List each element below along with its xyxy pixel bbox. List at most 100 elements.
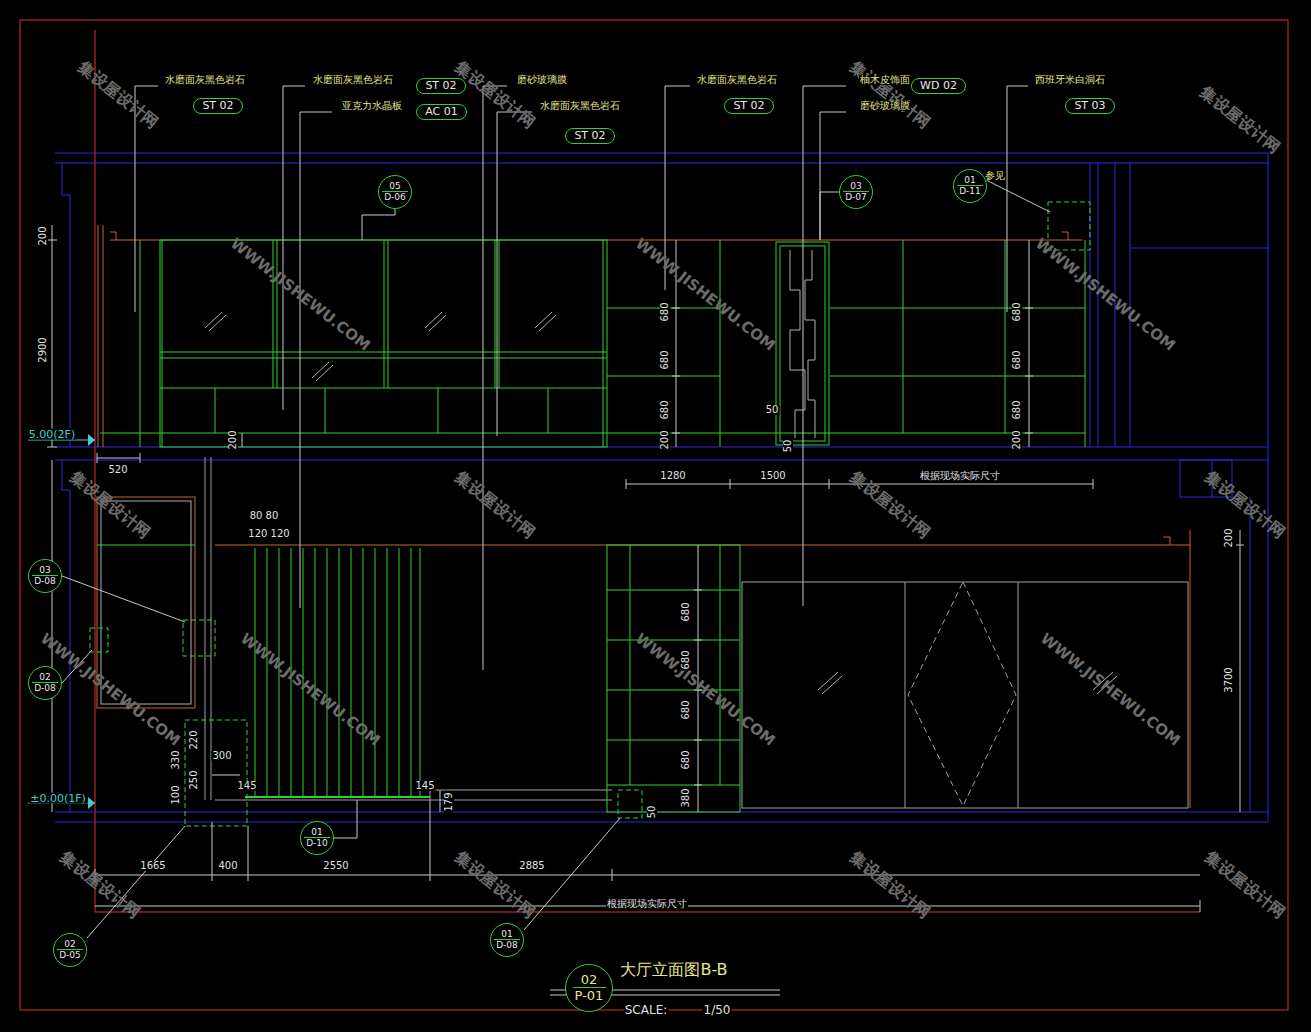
dimension-lines-line: [212, 775, 240, 776]
upper-wall-line: [140, 240, 141, 447]
leader-lines-polyline: [300, 112, 332, 608]
upper-wall-polyline: [1062, 232, 1068, 240]
level-markers-polygon: [88, 797, 95, 809]
callout-number: 02: [39, 673, 50, 682]
lower-wall-line: [205, 457, 206, 800]
upper-wall-line: [273, 240, 274, 388]
detail-callout: 03D-07: [839, 175, 873, 209]
detail-boxes-rect: [1048, 202, 1090, 250]
dimension-lines-line: [626, 479, 627, 489]
slab-lines-line: [1098, 163, 1099, 447]
dimension-lines-line: [829, 479, 830, 489]
upper-wall-line: [535, 312, 552, 328]
upper-wall-line: [903, 240, 904, 433]
upper-wall-line: [205, 312, 222, 328]
lower-wall-line: [255, 548, 256, 798]
dimension-lines-line: [1093, 479, 1094, 489]
dimension-lines-line: [1236, 545, 1244, 546]
upper-wall-line: [325, 388, 326, 433]
material-note: 磨砂玻璃膜: [516, 75, 568, 85]
dimension-lines-line: [694, 640, 702, 641]
lower-wall-line: [399, 548, 400, 798]
callout-number: ST 03: [1074, 100, 1105, 112]
slab-lines-polyline: [62, 460, 70, 812]
lower-wall-line: [720, 545, 721, 785]
leader-lines-polyline: [820, 112, 846, 240]
slab-lines-polyline: [62, 163, 70, 447]
sheet-reference: D-08: [32, 575, 58, 586]
lower-wall-line: [607, 785, 740, 786]
drawing-title: 大厅立面图B-B: [619, 962, 728, 978]
slab-lines-line: [55, 163, 1268, 164]
lower-wall-line: [215, 800, 612, 801]
slab-lines-line: [1130, 248, 1268, 249]
dimension-text: 680: [660, 301, 670, 322]
upper-wall-line: [425, 312, 442, 328]
upper-wall-polyline: [110, 232, 116, 240]
upper-wall-line: [720, 240, 721, 447]
watermark: WWW.JISHEWU.COM: [633, 236, 778, 354]
dimension-lines-line: [672, 308, 680, 309]
dimension-lines-line: [47, 447, 57, 448]
callout-number: 01: [964, 176, 975, 185]
upper-wall-line: [100, 433, 1085, 434]
upper-wall-line: [830, 376, 1085, 377]
upper-wall-line: [103, 225, 104, 447]
upper-wall-line: [830, 308, 1085, 309]
callout-number: 02: [581, 973, 598, 987]
dimension-text: 50: [647, 805, 657, 820]
lower-wall-rect: [742, 582, 1188, 808]
dimension-text: 145: [414, 781, 435, 791]
watermark: WWW.JISHEWU.COM: [1038, 631, 1183, 749]
upper-wall-rect: [160, 240, 607, 447]
dimension-text: 120 120: [247, 529, 290, 539]
dimension-lines-line: [95, 875, 1200, 876]
dimension-lines-line: [1025, 433, 1033, 434]
dimension-text: 2550: [322, 861, 349, 871]
watermark: 集设屋设计网: [67, 469, 152, 541]
lower-wall-line: [607, 690, 740, 691]
upper-wall-line: [316, 365, 333, 381]
slab-lines: [55, 153, 1268, 822]
upper-wall-line: [607, 376, 720, 377]
sheet-reference: P-01: [573, 987, 606, 1003]
dimension-text: 179: [444, 791, 454, 812]
material-note: 参见: [984, 171, 1006, 181]
lower-wall-line: [363, 548, 364, 798]
dimension-lines-line: [694, 785, 702, 786]
watermark: 集设屋设计网: [1202, 849, 1287, 921]
upper-wall-line: [98, 225, 99, 447]
sheet-frame-line: [95, 912, 1200, 913]
sheet-reference: D-10: [304, 837, 330, 848]
dimension-text: 250: [189, 769, 199, 790]
lower-wall-line: [818, 672, 838, 690]
dimension-text: 200: [1012, 429, 1022, 450]
dimension-text: 520: [107, 465, 128, 475]
lower-wall-line: [607, 740, 740, 741]
dimension-lines: [28, 225, 1244, 995]
dimension-text: 680: [681, 601, 691, 622]
dimension-text: 400: [217, 861, 238, 871]
upper-wall-line: [495, 240, 496, 388]
leader-lines-line: [524, 818, 620, 930]
dimension-text: 1280: [659, 471, 686, 481]
lower-wall-line: [351, 548, 352, 798]
material-tag: ST 03: [1065, 98, 1115, 114]
detail-callout: 03D-08: [28, 559, 62, 593]
material-note: 水磨面灰黑色岩石: [696, 75, 778, 85]
lower-wall: [97, 457, 1190, 812]
level-markers-polygon: [88, 434, 95, 446]
watermark: 集设屋设计网: [452, 59, 537, 131]
callout-number: 02: [64, 940, 75, 949]
dimension-text: 200: [1224, 527, 1234, 548]
upper-wall-line: [160, 388, 607, 389]
detail-callout: 01D-08: [490, 923, 524, 957]
lower-wall-line: [822, 676, 842, 694]
dimension-lines-line: [1240, 530, 1241, 812]
dimension-lines-line: [672, 433, 680, 434]
detail-boxes-rect: [618, 790, 642, 818]
material-note: 柚木皮饰面: [859, 75, 911, 85]
dimension-lines-line: [612, 869, 613, 881]
dimension-text: 3700: [1224, 666, 1234, 693]
watermark: 集设屋设计网: [1197, 84, 1282, 156]
